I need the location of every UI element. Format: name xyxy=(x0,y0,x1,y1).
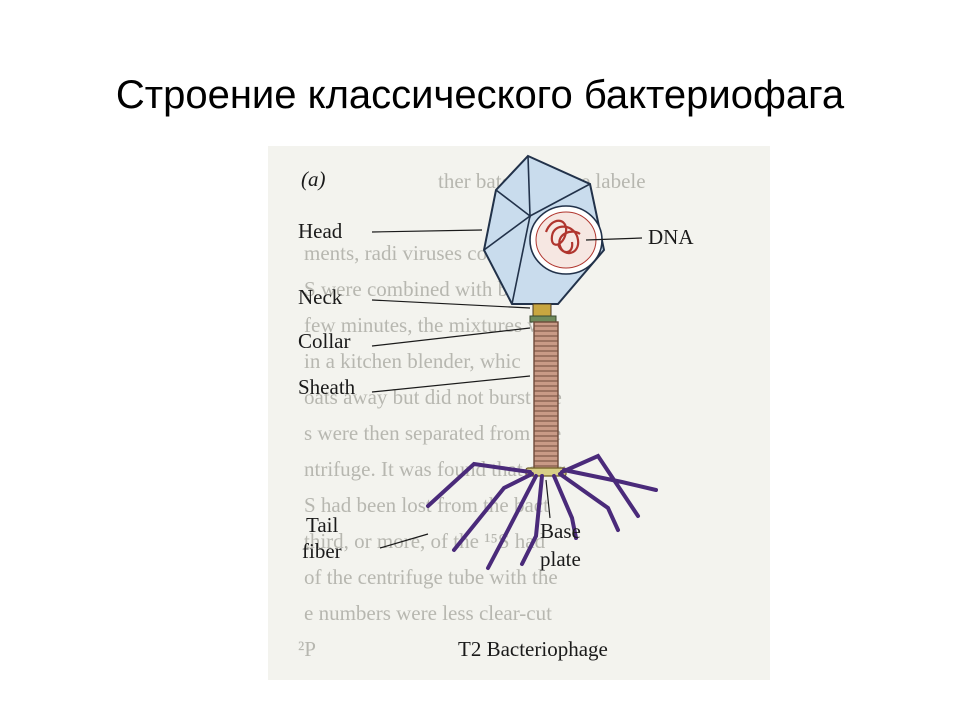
tail-fiber xyxy=(452,472,534,552)
collar xyxy=(529,315,557,323)
label-base-plate-line1: Base xyxy=(540,519,581,543)
label-base-plate-line2: plate xyxy=(540,547,581,571)
background-text-line: oats away but did not burst the xyxy=(304,385,562,409)
background-text-line: of the centrifuge tube with the xyxy=(304,565,558,589)
background-text-line: ments, radi viruses con- xyxy=(304,241,505,265)
background-text-line: s were then separated from the xyxy=(304,421,561,445)
label-dna: DNA xyxy=(648,225,694,249)
label-tail-fiber-line1: Tail xyxy=(306,513,339,537)
label-collar: Collar xyxy=(298,329,351,353)
background-text-line: e numbers were less clear-cut xyxy=(304,601,552,625)
tail-fiber xyxy=(562,468,658,492)
label-tail-fiber-line2: fiber xyxy=(302,539,342,563)
dna-coil xyxy=(544,219,581,255)
background-text-line: ²P xyxy=(298,637,316,661)
slide-title: Строение классического бактериофага xyxy=(115,73,845,117)
background-text-line: few minutes, the mixtures we xyxy=(304,313,552,337)
tail-fiber xyxy=(558,472,620,532)
tail-fiber xyxy=(520,474,544,566)
leader-lines xyxy=(371,229,643,549)
tail-fiber xyxy=(486,474,538,570)
label-head: Head xyxy=(298,219,343,243)
capsid-head xyxy=(482,154,606,305)
tail-sheath xyxy=(533,321,559,471)
panel-label: (a) xyxy=(301,167,326,191)
label-neck: Neck xyxy=(298,285,343,309)
label-sheath: Sheath xyxy=(298,375,356,399)
tail-fiber xyxy=(552,474,578,540)
figure-caption: T2 Bacteriophage xyxy=(458,637,608,661)
tail-fiber xyxy=(560,453,640,518)
tail-fibers xyxy=(426,453,658,570)
background-text-line: in a kitchen blender, whic xyxy=(304,349,521,373)
neck xyxy=(532,303,552,317)
tail-fiber xyxy=(426,461,532,508)
